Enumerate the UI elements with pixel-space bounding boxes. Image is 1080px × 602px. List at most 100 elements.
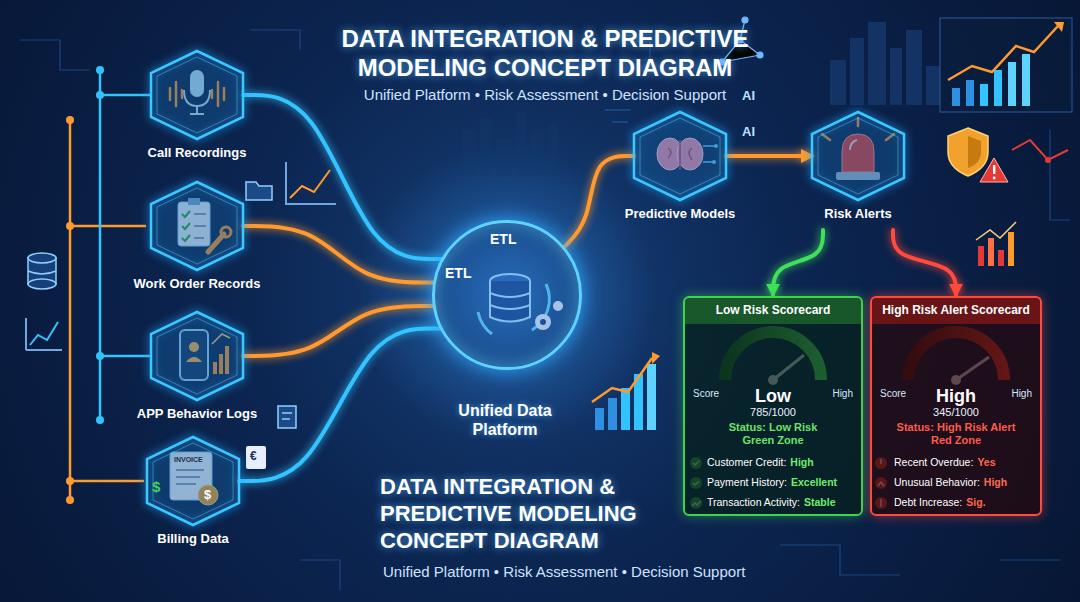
flow-connector	[243, 95, 441, 259]
hexagon-outline	[147, 310, 247, 402]
decoration	[496, 138, 512, 175]
hexagon-inner	[153, 443, 233, 519]
decoration	[608, 398, 617, 430]
node-label: Work Order Records	[134, 276, 261, 292]
metric-row: Transaction Activity:Stable	[707, 496, 836, 509]
gauge-level: Low	[755, 386, 791, 408]
decoration	[780, 545, 900, 575]
decoration	[652, 352, 660, 364]
decoration	[592, 352, 660, 430]
decoration	[66, 477, 74, 485]
hexagon-shape	[634, 112, 726, 200]
flow-connector	[726, 154, 812, 158]
hexagon-shape	[151, 182, 243, 270]
decoration	[246, 182, 296, 428]
hexagon-inner	[157, 318, 237, 394]
decoration	[592, 358, 652, 402]
decoration	[1022, 54, 1030, 106]
decoration	[357, 145, 657, 445]
source-node: Billing Data	[123, 435, 263, 553]
decoration	[249, 466, 263, 467]
decoration	[948, 128, 988, 176]
node-label: APP Behavior Logs	[137, 406, 257, 422]
metric-label: Recent Overdue:	[894, 456, 973, 469]
metric-row: Customer Credit:High	[707, 456, 814, 469]
flow-connector	[243, 226, 433, 283]
decoration	[28, 253, 56, 263]
scorecard-title: High Risk Alert Scorecard	[882, 303, 1030, 317]
gauge-min-label: Score	[880, 388, 906, 400]
decoration	[994, 70, 1002, 106]
gauge-min-label: Score	[693, 388, 719, 400]
decoration	[26, 318, 62, 350]
decoration	[66, 222, 74, 230]
decoration	[462, 112, 558, 175]
decoration	[926, 66, 940, 105]
decoration	[868, 22, 886, 105]
decoration	[66, 116, 74, 124]
decoration	[993, 165, 995, 174]
diagram-subtitle: Unified Platform • Risk Assessment • Dec…	[305, 86, 785, 104]
source-node: APP Behavior Logs	[127, 310, 267, 428]
hexagon-inner	[640, 118, 720, 194]
decoration	[28, 271, 56, 274]
decoration	[980, 158, 1008, 182]
metric-row: Payment History:Excellent	[707, 476, 837, 489]
hexagon-outline	[808, 110, 908, 202]
source-node: Risk Alerts	[788, 110, 928, 228]
score-value: 785/1000	[750, 406, 796, 419]
decoration	[96, 66, 104, 74]
decoration	[647, 364, 656, 430]
decoration	[1008, 62, 1016, 106]
gauge-max-label: High	[1011, 388, 1032, 400]
metric-value: High	[790, 456, 813, 469]
status-text: Status: High Risk Alert Red Zone	[891, 421, 1021, 447]
hexagon-shape	[151, 51, 243, 139]
hexagon-shape	[812, 112, 904, 200]
decoration	[980, 84, 988, 106]
decoration	[993, 177, 996, 180]
decoration	[300, 560, 340, 590]
decoration	[742, 17, 748, 23]
score-value: 345/1000	[933, 406, 979, 419]
hexagon-inner	[157, 57, 237, 133]
decoration	[20, 40, 90, 70]
metric-value: High	[984, 476, 1007, 489]
decoration	[978, 246, 984, 266]
ai-tag: AI	[742, 124, 755, 140]
decoration	[96, 91, 104, 99]
metric-row: Debt Increase:Sig.	[894, 496, 986, 509]
decoration	[940, 18, 1072, 112]
hexagon-outline	[147, 180, 247, 272]
decoration	[906, 30, 922, 105]
metric-value: Excellent	[791, 476, 837, 489]
decoration	[988, 238, 994, 266]
currency-symbol: $	[152, 478, 160, 496]
decoration	[282, 413, 292, 419]
node-label: Call Recordings	[148, 145, 247, 161]
decoration	[250, 30, 300, 50]
diagram-title-repeat: DATA INTEGRATION & PREDICTIVE MODELING C…	[380, 474, 670, 554]
hexagon-outline	[630, 110, 730, 202]
decoration	[976, 222, 1016, 240]
decoration	[96, 416, 104, 424]
currency-symbol: €	[250, 449, 257, 463]
decoration	[952, 88, 960, 106]
node-label: Risk Alerts	[824, 206, 891, 222]
decoration	[948, 26, 1058, 80]
decoration	[1012, 140, 1068, 160]
decoration	[100, 70, 149, 420]
decoration	[20, 30, 1070, 590]
decoration	[26, 318, 62, 350]
hexagon-outline	[147, 49, 247, 141]
decoration	[757, 52, 763, 58]
metric-value: Yes	[977, 456, 995, 469]
metric-value: Sig.	[966, 496, 985, 509]
status-text: Status: Low Risk Green Zone	[723, 421, 823, 447]
decoration	[286, 162, 336, 204]
decoration	[850, 38, 864, 105]
metric-row: Unusual Behavior:High	[894, 476, 1007, 489]
source-node: Work Order Records	[127, 180, 267, 298]
decoration	[246, 182, 272, 200]
